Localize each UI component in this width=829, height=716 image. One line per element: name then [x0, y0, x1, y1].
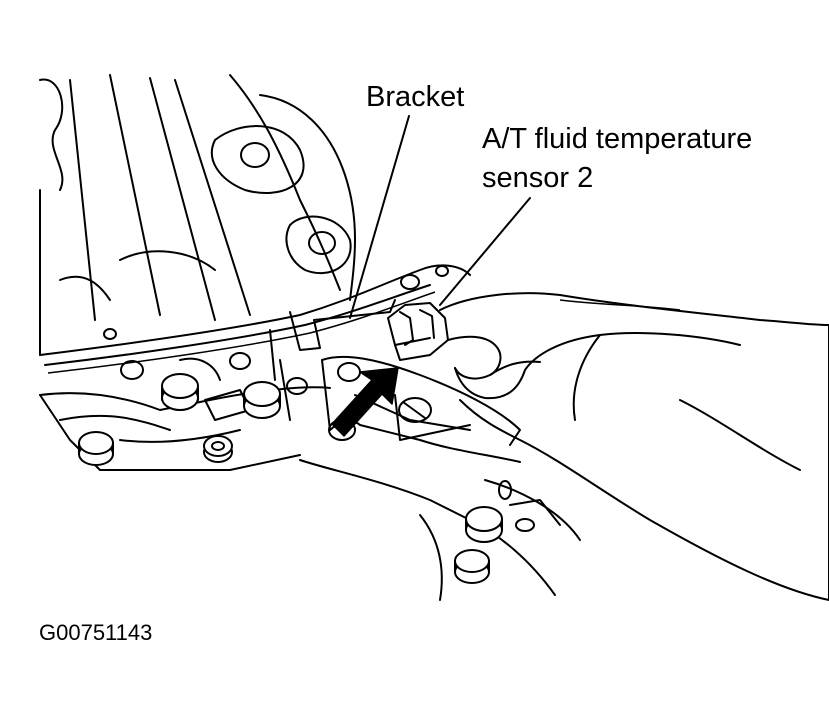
valve-body: [39, 329, 581, 601]
bolt-arrow-target: [398, 397, 432, 423]
arrow-icon: [331, 367, 399, 437]
bolt-right-lower: [454, 549, 490, 584]
bolt-center-upper: [243, 381, 281, 419]
transmission-case: [39, 74, 356, 356]
sensor-label-line1: A/T fluid temperature: [482, 123, 753, 155]
bolt-left-upper: [161, 373, 199, 411]
figure-id: G00751143: [39, 620, 153, 645]
sensor-bracket: [289, 299, 521, 463]
bolt-center-lower: [203, 435, 233, 463]
bolt-right-upper: [465, 506, 503, 543]
leader-lines: [349, 115, 531, 319]
sensor-label-line2: sensor 2: [482, 162, 594, 194]
bolt-left-lower: [78, 431, 114, 466]
oil-pan-edge: [39, 264, 471, 374]
sensor-leader-line: [439, 197, 531, 306]
hand: [439, 292, 829, 601]
bolts: [78, 373, 503, 584]
bracket-label: Bracket: [366, 81, 465, 113]
fluid-temperature-sensor: [387, 302, 449, 361]
bracket-leader-line: [349, 115, 410, 319]
